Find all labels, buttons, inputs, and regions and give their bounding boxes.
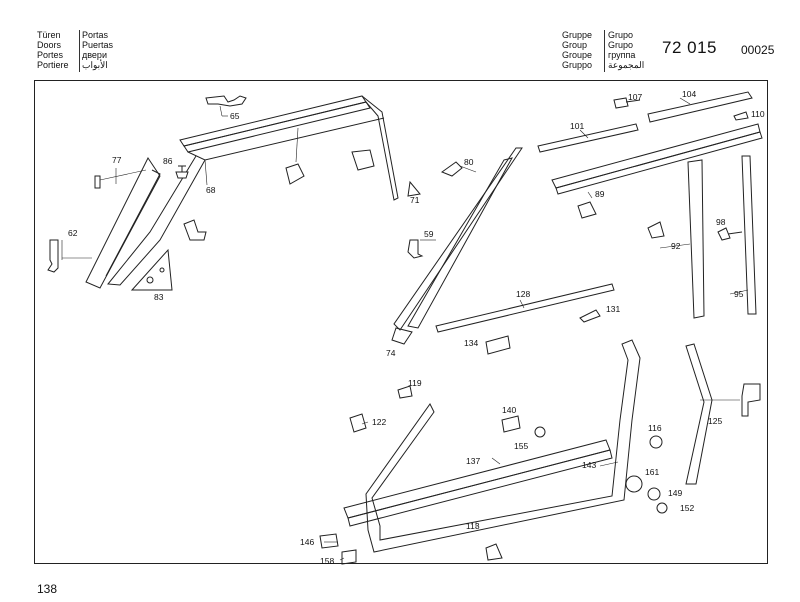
part-131-clip [579, 309, 601, 323]
part-137-sill-strip [343, 439, 613, 527]
group-ar: المجموعة [608, 60, 645, 70]
group-ru: группа [608, 50, 636, 60]
part-59-seal-piece [407, 239, 436, 259]
header-right-divider [604, 30, 605, 72]
part-113-door-seal [365, 339, 641, 553]
callout-149: 149 [668, 488, 682, 498]
callout-86: 86 [163, 156, 173, 166]
callout-113: 113 [466, 521, 480, 531]
part-104-upper-rail [647, 91, 753, 123]
leader-lines [324, 243, 749, 561]
part-158-clip [341, 549, 357, 565]
header-left-col1: Türen Doors Portes Portiere [37, 30, 69, 70]
callout-74: 74 [386, 348, 396, 358]
part-152-nut [656, 502, 668, 514]
callout-125: 125 [708, 416, 722, 426]
callout-122: 122 [372, 417, 386, 427]
group-de: Gruppe [562, 30, 593, 40]
callout-62: 62 [68, 228, 78, 238]
callout-143: 143 [582, 460, 596, 470]
part-89-guide-rail [551, 123, 763, 219]
part-86-screw [175, 165, 189, 179]
lang-pt: Portas [82, 30, 109, 40]
lang-it: Portiere [37, 60, 69, 70]
callout-101: 101 [570, 121, 584, 131]
callout-155: 155 [514, 441, 528, 451]
callout-161: 161 [645, 467, 659, 477]
part-77-clip [94, 168, 147, 189]
part-95-vertical-seal [741, 155, 757, 315]
callout-137: 137 [466, 456, 480, 466]
lang-es: Puertas [82, 40, 114, 50]
part-119-clip [397, 385, 413, 399]
lang-ar: الأبواب [82, 60, 108, 70]
callout-131: 131 [606, 304, 620, 314]
part-101-rail [537, 123, 639, 153]
group-es: Grupo [608, 40, 634, 50]
part-146-clip [319, 533, 339, 549]
group-en: Group [562, 40, 588, 50]
part-83-corner-cover [130, 248, 173, 291]
part-71-clip [351, 149, 421, 197]
header-right-col1: Gruppe Group Groupe Gruppo [562, 30, 592, 70]
diagram-frame [34, 80, 768, 564]
part-65-roof-seal [205, 95, 247, 117]
page-number: 138 [37, 582, 58, 596]
callout-89: 89 [595, 189, 605, 199]
callout-83: 83 [154, 292, 164, 302]
header-left-divider [79, 30, 80, 72]
callout-107: 107 [628, 92, 642, 102]
part-68-clips [183, 163, 305, 241]
callout-119: 119 [408, 378, 422, 388]
callout-95: 95 [734, 289, 744, 299]
callout-134: 134 [464, 338, 478, 348]
part-98-screw [717, 227, 743, 241]
callout-71: 71 [410, 195, 420, 205]
group-pt: Grupo [608, 30, 634, 40]
callout-140: 140 [502, 405, 516, 415]
callout-104: 104 [682, 89, 696, 99]
part-155-clip [534, 426, 546, 438]
callout-98: 98 [716, 217, 726, 227]
lang-de: Türen [37, 30, 61, 40]
part-62-pillar-trim [47, 157, 161, 289]
callout-77: 77 [112, 155, 122, 165]
callout-158: 158 [320, 556, 334, 566]
callout-80: 80 [464, 157, 474, 167]
part-68-frame-strip [107, 95, 399, 286]
part-125-vertical-seal [685, 343, 761, 485]
callout-128: 128 [516, 289, 530, 299]
part-134-clip [485, 335, 511, 355]
part-149-washer [647, 487, 661, 501]
part-110-clip [733, 111, 749, 121]
part-74-end-cap [391, 327, 413, 345]
part-161-grommet [625, 475, 643, 493]
group-it: Gruppo [562, 60, 593, 70]
part-80-window-channel [393, 147, 523, 331]
group-code: 72 015 [662, 38, 717, 57]
sub-code: 00025 [741, 43, 775, 57]
callout-146: 146 [300, 537, 314, 547]
callout-59: 59 [424, 229, 434, 239]
callout-110: 110 [751, 109, 765, 119]
part-misc-clip [485, 543, 503, 561]
group-fr: Groupe [562, 50, 593, 60]
callout-116: 116 [648, 423, 662, 433]
callout-65: 65 [230, 111, 240, 121]
header-right-col2: Grupo Grupo группа المجموعة [608, 30, 644, 70]
lang-en: Doors [37, 40, 62, 50]
part-140-clip [501, 415, 521, 433]
header-left-col2: Portas Puertas двери الأبواب [82, 30, 113, 70]
lang-ru: двери [82, 50, 107, 60]
part-107-screw [613, 97, 641, 109]
part-128-belt-strip [435, 283, 615, 333]
lang-fr: Portes [37, 50, 64, 60]
callout-152: 152 [680, 503, 694, 513]
part-116-plug [649, 435, 663, 449]
part-122-clip [349, 413, 367, 433]
part-92-vertical-seal [647, 159, 705, 319]
callout-68: 68 [206, 185, 216, 195]
